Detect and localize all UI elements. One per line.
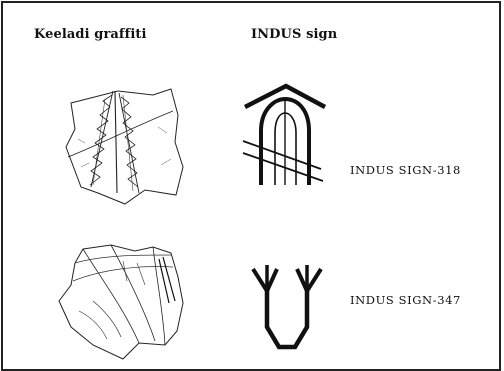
keeladi-graffiti-sherd-2 bbox=[53, 241, 193, 363]
header-keeladi-graffiti: Keeladi graffiti bbox=[34, 27, 147, 42]
indus-sign-318-glyph bbox=[239, 83, 331, 191]
indus-sign-347-glyph bbox=[247, 259, 327, 355]
indus-sign-318-label: INDUS SIGN-318 bbox=[350, 163, 461, 177]
indus-sign-347-label: INDUS SIGN-347 bbox=[350, 293, 461, 307]
keeladi-graffiti-sherd-1 bbox=[63, 87, 203, 207]
header-indus-sign: INDUS sign bbox=[251, 27, 337, 42]
